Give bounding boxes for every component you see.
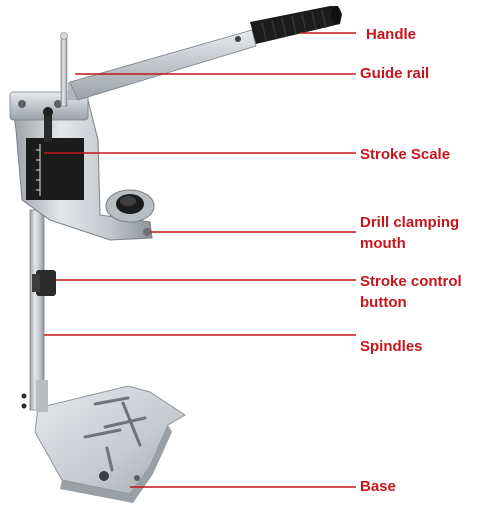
label-stroke-control-button-line1: Stroke control [360, 273, 462, 290]
label-drill-clamping-mouth-line2: mouth [360, 235, 406, 252]
label-base: Base [360, 478, 396, 495]
base-slots [83, 396, 147, 472]
drill-clamping-ring [105, 189, 155, 236]
carriage-head [9, 91, 153, 241]
label-drill-clamping-mouth-line1: Drill clamping [360, 214, 460, 231]
label-spindles: Spindles [360, 338, 423, 355]
stroke-control-collar [32, 270, 56, 296]
handle-grip [250, 6, 342, 44]
stroke-scale-block [26, 138, 84, 200]
label-drill-clamping-mouth: Drill clamping mouth [360, 212, 459, 254]
spindle-column [21, 209, 48, 412]
lever-arm [69, 29, 257, 101]
label-stroke-control-button-line2: button [360, 294, 407, 311]
base-plate [34, 385, 186, 503]
base-hole [99, 471, 109, 481]
guide-rail-rod [60, 32, 78, 107]
label-handle: Handle [366, 26, 417, 43]
leader-lines [44, 32, 356, 488]
label-stroke-scale: Stroke Scale [360, 146, 451, 163]
label-stroke-control-button: Stroke control button [360, 271, 462, 313]
label-guide-rail: Guide rail [360, 65, 430, 82]
